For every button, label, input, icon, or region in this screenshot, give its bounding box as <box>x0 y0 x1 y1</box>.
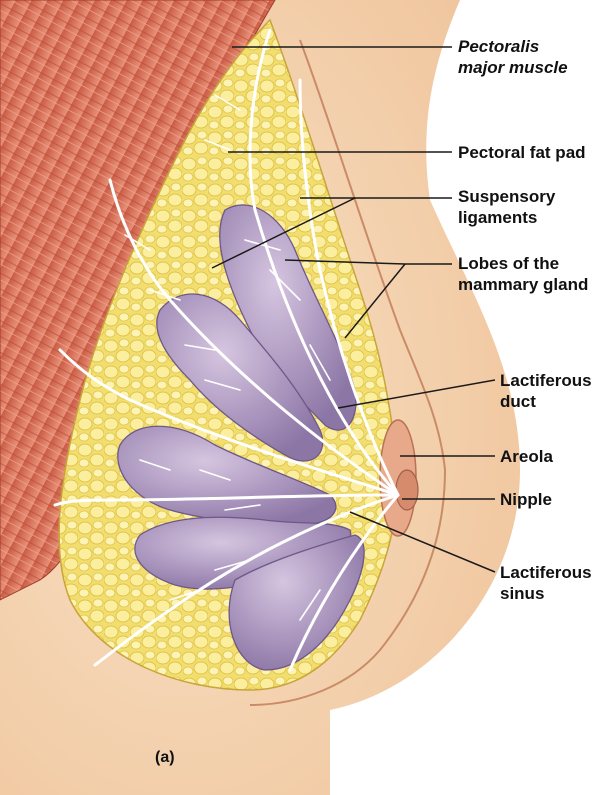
panel-letter: (a) <box>155 749 175 766</box>
leader-lobes-b <box>344 263 406 339</box>
label-nipple-line1: Nipple <box>500 490 552 509</box>
label-sinus-line1: Lactiferous <box>500 563 592 582</box>
ligaments-group <box>53 28 400 672</box>
label-nipple: Nipple <box>500 489 552 510</box>
label-ligaments-line1: Suspensory <box>458 187 556 206</box>
label-duct-line2: duct <box>500 392 536 411</box>
breast-contour <box>249 39 447 706</box>
label-pectoralis-line1: Pectoralis <box>458 37 540 56</box>
label-ligaments-line2: ligaments <box>458 208 538 227</box>
label-lobes-line1: Lobes of the <box>458 254 560 273</box>
nipple-shape <box>395 469 419 511</box>
label-areola-line1: Areola <box>500 447 553 466</box>
label-ligaments: Suspensory ligaments <box>458 186 555 228</box>
label-sinus-line2: sinus <box>500 584 545 603</box>
label-lobes: Lobes of the mammary gland <box>458 253 588 295</box>
label-areola: Areola <box>500 446 553 467</box>
leader-lines <box>211 46 496 573</box>
label-lobes-line2: mammary gland <box>458 275 589 294</box>
leader-sinus <box>349 511 496 573</box>
label-duct-line1: Lactiferous <box>500 371 592 390</box>
label-fat-pad: Pectoral fat pad <box>458 142 586 163</box>
label-fat-pad-line1: Pectoral fat pad <box>458 143 586 162</box>
leader-duct <box>337 379 496 409</box>
duct-branches <box>124 94 331 621</box>
label-pectoralis: Pectoralis major muscle <box>458 36 568 78</box>
label-pectoralis-line2: major muscle <box>458 58 568 77</box>
label-duct: Lactiferous duct <box>500 370 592 412</box>
label-sinus: Lactiferous sinus <box>500 562 592 604</box>
